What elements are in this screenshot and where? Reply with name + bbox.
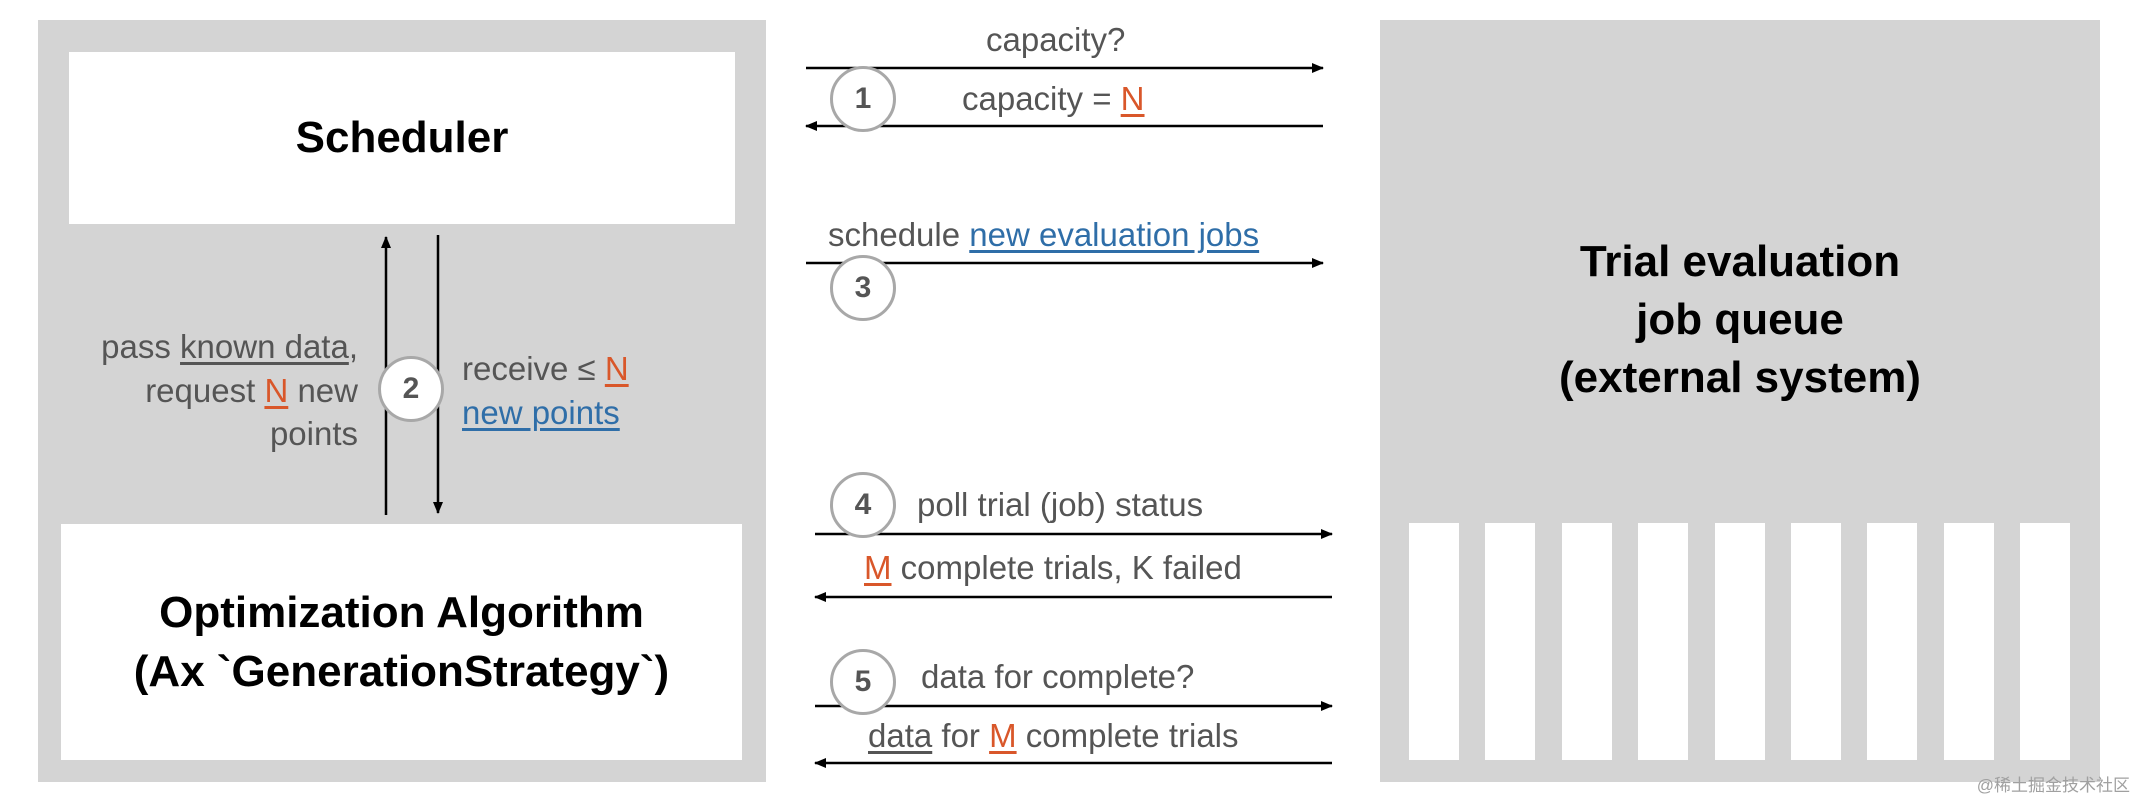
optimizer-title-line2: (Ax `GenerationStrategy`)	[133, 647, 670, 696]
known-data-text: known data	[180, 328, 349, 365]
variable-n: N	[604, 350, 629, 387]
pass-data-label: pass known data, request N new points	[101, 328, 358, 453]
capacity-answer-label: capacity = N	[962, 80, 1145, 117]
step-1-circle: 1	[830, 66, 896, 132]
job-slot	[1867, 523, 1918, 760]
scheduler-box: Scheduler	[69, 52, 735, 224]
job-slot	[1943, 523, 1994, 760]
capacity-question-label: capacity?	[986, 21, 1126, 58]
job-slot	[2020, 523, 2071, 760]
optimizer-title-line1: Optimization Algorithm	[159, 587, 644, 637]
watermark: @稀土掘金技术社区	[1976, 776, 2130, 795]
job-slot	[1638, 523, 1689, 760]
new-evaluation-jobs-text: new evaluation jobs	[969, 216, 1260, 253]
job-slot	[1561, 523, 1612, 760]
status-response-label: M complete trials, K failed	[864, 549, 1242, 586]
step-5-circle: 5	[830, 649, 896, 715]
optimization-algorithm-box: Optimization Algorithm (Ax `GenerationSt…	[61, 524, 742, 760]
new-points-text: new points	[462, 393, 620, 431]
job-slot	[1714, 523, 1765, 760]
job-slot	[1485, 523, 1536, 760]
schedule-jobs-label: schedule new evaluation jobs	[828, 216, 1260, 253]
queue-title: Trial evaluation job queue (external sys…	[1440, 230, 2040, 410]
queue-title-line2: job queue	[1636, 294, 1844, 344]
variable-m: M	[989, 717, 1017, 754]
data-response-label: data for M complete trials	[868, 717, 1239, 754]
step-3-circle: 3	[830, 255, 896, 321]
poll-status-label: poll trial (job) status	[917, 486, 1204, 523]
receive-points-label: receive ≤ N new points	[462, 347, 629, 434]
data-request-label: data for complete?	[921, 658, 1195, 695]
job-slot	[1791, 523, 1841, 760]
variable-n: N	[264, 371, 289, 409]
job-slot	[1409, 523, 1459, 760]
variable-n: N	[1120, 80, 1145, 117]
scheduler-title: Scheduler	[295, 113, 509, 162]
variable-m: M	[864, 549, 892, 586]
queue-title-line1: Trial evaluation	[1579, 236, 1901, 286]
data-text: data	[868, 717, 933, 754]
step-2-circle: 2	[378, 356, 444, 422]
step-4-circle: 4	[830, 472, 896, 538]
queue-title-line3: (external system)	[1559, 353, 1921, 403]
